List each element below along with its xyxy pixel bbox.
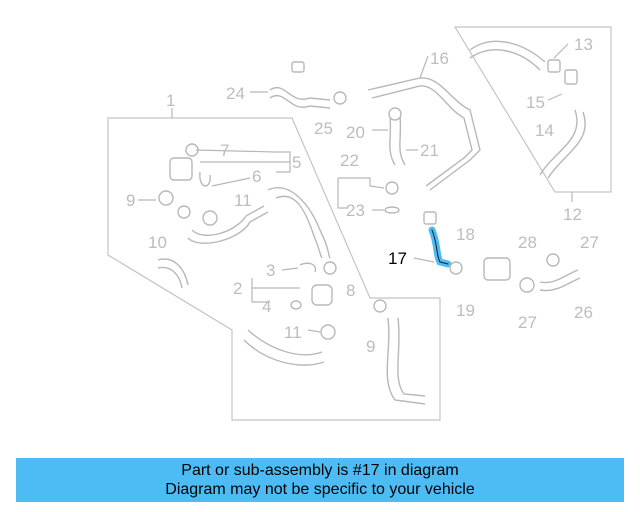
part-9-clamp-top (158, 190, 174, 206)
part-10-11-clamps (177, 205, 218, 226)
callout-4: 4 (262, 297, 271, 316)
callout-11-b: 11 (284, 323, 302, 342)
part-2-3-4-8-group (290, 261, 337, 310)
callout-25: 25 (314, 119, 333, 138)
callout-10: 10 (148, 233, 167, 252)
group-frame-1 (107, 117, 441, 421)
part-28-housing (483, 257, 535, 293)
banner-line-1: Part or sub-assembly is #17 in diagram (181, 462, 459, 479)
part-26-27-hose (539, 253, 581, 292)
part-18-19-clamps (423, 211, 463, 275)
callout-9-a: 9 (126, 191, 135, 210)
info-banner: Part or sub-assembly is #17 in diagram D… (16, 458, 624, 502)
callout-27-b: 27 (518, 313, 537, 332)
callout-16: 16 (430, 49, 449, 68)
part-13-15-hose (469, 40, 586, 179)
callout-13: 13 (574, 35, 593, 54)
leader-lines (138, 43, 569, 333)
callout-15: 15 (526, 93, 545, 112)
callout-22: 22 (340, 151, 359, 170)
callout-5: 5 (292, 153, 301, 172)
part-17-hose-highlighted (428, 226, 452, 268)
callout-24: 24 (226, 84, 245, 103)
callout-14: 14 (535, 121, 554, 140)
callout-21: 21 (420, 141, 439, 160)
callout-7: 7 (220, 141, 229, 160)
callout-9-b: 9 (366, 337, 375, 356)
callout-6: 6 (252, 167, 261, 186)
callout-19: 19 (456, 301, 475, 320)
part-25-clamp (333, 91, 347, 105)
callout-18: 18 (456, 225, 475, 244)
part-upper-hose (187, 187, 331, 259)
callout-labels: 1 2 3 4 5 6 7 8 9 9 10 11 11 12 13 14 15… (126, 35, 599, 356)
callout-23: 23 (346, 201, 365, 220)
callout-11-a: 11 (234, 191, 252, 210)
callout-3: 3 (266, 261, 275, 280)
callout-1: 1 (166, 91, 175, 110)
callout-2: 2 (233, 279, 242, 298)
callout-17: 17 (388, 249, 407, 268)
callout-8: 8 (346, 281, 355, 300)
callout-12: 12 (563, 205, 582, 224)
part-bottom-hose (243, 299, 426, 405)
part-lower-left-hose (157, 258, 189, 289)
part-5-7-flange (169, 143, 211, 187)
group-frame-12 (453, 26, 612, 193)
part-24-hose (269, 61, 331, 109)
callout-28: 28 (518, 233, 537, 252)
part-20-hose (388, 107, 406, 166)
callout-20: 20 (346, 123, 365, 142)
part-16-pipe (367, 77, 481, 191)
parts-diagram: 1 2 3 4 5 6 7 8 9 9 10 11 11 12 13 14 15… (107, 26, 612, 421)
part-22-sensor (384, 181, 400, 214)
part-11-lower (320, 324, 336, 340)
callout-27-a: 27 (580, 233, 599, 252)
banner-line-2: Diagram may not be specific to your vehi… (165, 481, 475, 498)
callout-26: 26 (574, 303, 593, 322)
